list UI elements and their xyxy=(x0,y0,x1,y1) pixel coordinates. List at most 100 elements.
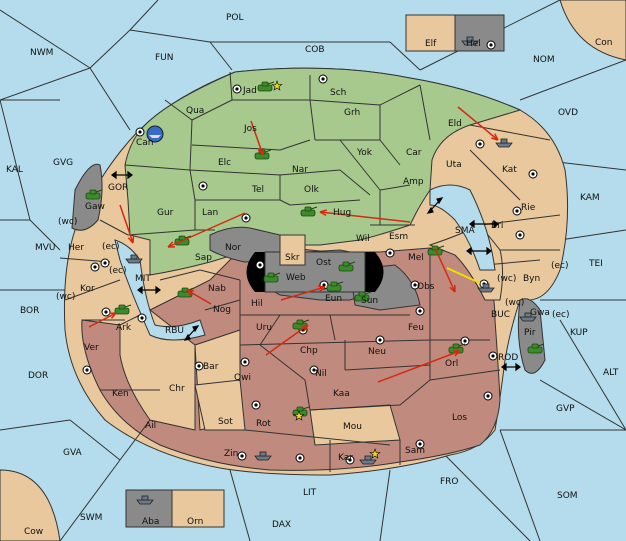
move-arrow xyxy=(167,212,246,248)
sea-dor-label: DOR xyxy=(28,371,48,381)
region-zin-label: Zin xyxy=(224,449,238,459)
region-gwa-label: Gwa xyxy=(530,308,550,318)
fleet-unit-icon[interactable] xyxy=(254,451,272,461)
strait-rbu-marker xyxy=(183,325,200,341)
region-kor-label: Kor xyxy=(80,284,95,294)
sea-kup-label: KUP xyxy=(570,328,588,338)
sea-tei-label: TEI xyxy=(588,259,603,269)
supply-center-dot-icon xyxy=(244,216,248,220)
region-chp-label: Chp xyxy=(300,346,318,356)
region-skr-label: Skr xyxy=(285,253,300,263)
supply-center-dot-icon xyxy=(531,172,535,176)
supply-center-dot-icon xyxy=(254,403,258,407)
move-arrows xyxy=(88,106,499,383)
army-unit-icon[interactable] xyxy=(257,81,275,92)
fleet-unit-icon[interactable] xyxy=(136,495,154,505)
region-skr-ost-web[interactable] xyxy=(264,251,366,293)
gwa-wc-mark: (wc) xyxy=(505,298,524,308)
sea-gvp-label: GVP xyxy=(556,404,575,414)
move-arrow-head xyxy=(317,285,326,292)
supply-center-dot-icon xyxy=(518,233,522,237)
region-ost-label: Ost xyxy=(316,258,332,268)
sea-dax-label: DAX xyxy=(272,520,291,530)
strait-sma-marker xyxy=(466,246,492,256)
army-unit-icon[interactable] xyxy=(85,189,103,200)
army-unit-icon[interactable] xyxy=(263,272,281,283)
byn-wc-mark: (wc) xyxy=(497,274,516,284)
region-ken-label: Ken xyxy=(112,389,129,399)
region-eun-label: Eun xyxy=(325,294,342,304)
region-grh-label: Grh xyxy=(344,108,360,118)
army-unit-icon[interactable] xyxy=(527,343,545,354)
star-icon xyxy=(369,448,381,459)
army-unit-icon[interactable] xyxy=(300,206,318,217)
region-orl-label: Orl xyxy=(445,359,458,369)
region-nog-label: Nog xyxy=(213,305,231,315)
sea-som-label: SOM xyxy=(557,491,578,501)
region-nab-label: Nab xyxy=(208,284,226,294)
region-neu-label: Neu xyxy=(368,347,386,357)
fleet-unit-icon[interactable] xyxy=(495,138,513,148)
region-elf[interactable] xyxy=(405,14,456,52)
sea-sma-channel[interactable] xyxy=(429,184,496,271)
army-unit-icon[interactable] xyxy=(338,261,356,272)
fleet-unit-icon[interactable] xyxy=(146,125,164,143)
supply-center-dot-icon xyxy=(463,339,467,343)
supply-center-dot-icon xyxy=(491,354,495,358)
supply-center-dot-icon xyxy=(388,251,392,255)
supply-center-dot-icon xyxy=(138,130,142,134)
move-arrow-head xyxy=(257,147,265,156)
supply-center-dot-icon xyxy=(515,209,519,213)
region-mel-label: Mel xyxy=(408,253,424,263)
sea-nwm-label: NWM xyxy=(30,48,53,58)
fleet-unit-icon[interactable] xyxy=(125,254,143,264)
sea-gor-label: GOR xyxy=(108,183,128,193)
region-web-label: Web xyxy=(286,273,306,283)
sea-nom-label: NOM xyxy=(533,55,555,65)
support-arrow xyxy=(446,267,481,284)
move-arrow xyxy=(377,350,461,383)
region-olk-label: Olk xyxy=(304,185,320,195)
supply-center-dot-icon xyxy=(413,283,417,287)
region-esm-label: Esm xyxy=(389,232,408,242)
supply-center-dot-icon xyxy=(197,364,201,368)
army-unit-icon[interactable] xyxy=(354,291,372,302)
fleet-unit-icon[interactable] xyxy=(359,455,377,465)
region-elf-label: Elf xyxy=(425,39,437,49)
sea-rbu-label: RBU xyxy=(165,326,184,336)
supply-center-dot-icon xyxy=(85,368,89,372)
kor-ec-mark: (ec) xyxy=(109,266,127,276)
region-hel[interactable] xyxy=(454,14,505,52)
supply-centers xyxy=(82,40,538,465)
region-qua-label: Qua xyxy=(186,106,204,116)
move-arrow-head xyxy=(186,289,194,297)
army-unit-icon[interactable] xyxy=(326,281,344,292)
sea-buc-label: BUC xyxy=(491,310,510,320)
army-unit-icon[interactable] xyxy=(114,304,132,315)
move-arrow-head xyxy=(167,241,176,248)
region-jos-label: Jos xyxy=(243,124,257,134)
fleet-unit-icon[interactable] xyxy=(477,283,495,293)
region-con-label: Con xyxy=(595,38,613,48)
region-her-label: Her xyxy=(68,243,84,253)
fleet-unit-icon[interactable] xyxy=(519,312,537,322)
region-orn[interactable] xyxy=(171,489,225,528)
region-nil-label: Nil xyxy=(315,369,327,379)
region-feu-label: Feu xyxy=(408,323,424,333)
sea-lit-label: LIT xyxy=(303,488,317,498)
coast-markers: (wc) (ec) (ec) (wc) (wc) (ec) (wc) (ec) xyxy=(56,217,570,320)
sea-alt-label: ALT xyxy=(603,368,619,378)
supply-center-dot-icon xyxy=(486,394,490,398)
region-skr[interactable] xyxy=(279,234,306,266)
supply-center-dot-icon xyxy=(478,142,482,146)
move-arrow xyxy=(250,120,264,156)
region-byn-label: Byn xyxy=(523,274,540,284)
region-rot-label: Rot xyxy=(256,419,271,429)
region-aba[interactable] xyxy=(125,489,173,528)
kor-wc-mark: (wc) xyxy=(56,292,75,302)
region-cow-label: Cow xyxy=(24,527,43,537)
region-eld-label: Eld xyxy=(448,119,462,129)
fleet-unit-icon[interactable] xyxy=(461,36,479,46)
region-bri-label: Bri xyxy=(491,221,503,231)
